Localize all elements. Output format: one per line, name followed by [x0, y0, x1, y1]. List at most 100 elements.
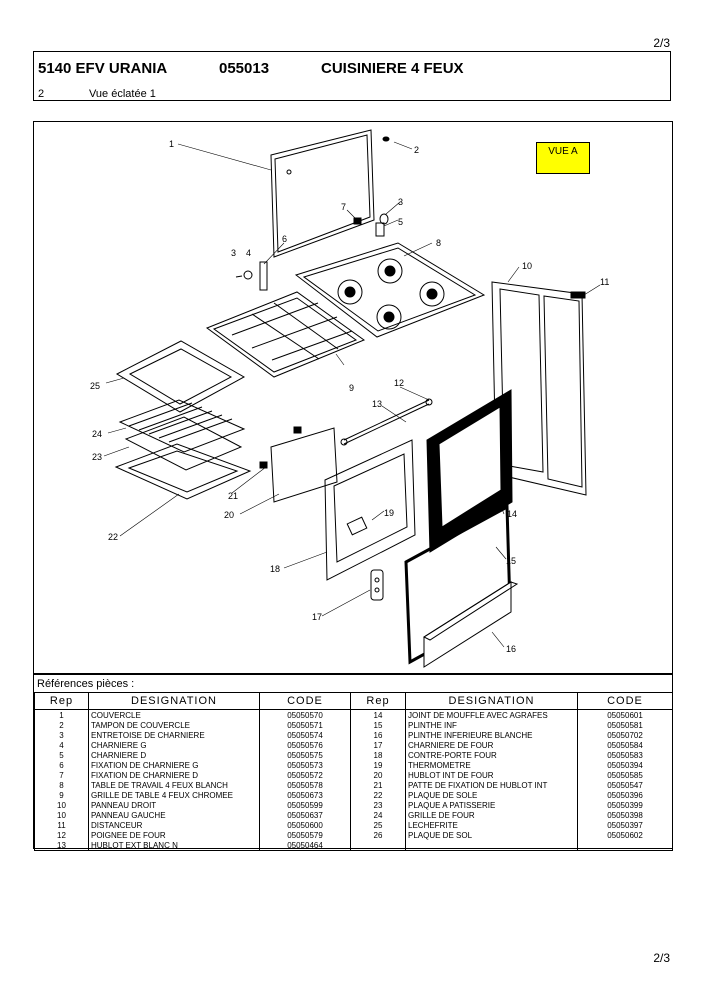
cell-designation: CHARNIERE D	[88, 750, 260, 760]
cell-code-2: 05050394	[577, 760, 673, 770]
part-inner-door	[324, 439, 416, 581]
page-number-top: 2/3	[653, 36, 670, 50]
cell-designation: HUBLOT EXT BLANC N	[88, 840, 260, 851]
callout-9: 9	[349, 383, 354, 393]
cell-rep: 4	[34, 740, 89, 750]
callout-14: 14	[507, 509, 517, 519]
callout-13: 13	[372, 399, 382, 409]
cell-designation: TABLE DE TRAVAIL 4 FEUX BLANCH	[88, 780, 260, 790]
part-oven-rack	[118, 399, 246, 453]
cell-code-2: 05050397	[577, 820, 673, 830]
cell-designation: FIXATION DE CHARNIERE D	[88, 770, 260, 780]
cell-code-2: 05050547	[577, 780, 673, 790]
cell-rep: 11	[34, 820, 89, 830]
cell-code: 05050578	[259, 780, 351, 790]
cell-code: 05050600	[259, 820, 351, 830]
cell-designation-2: PLAQUE DE SOLE	[405, 790, 578, 800]
cell-code: 05050571	[259, 720, 351, 730]
cell-code: 05050574	[259, 730, 351, 740]
cell-designation-2: THERMOMETRE	[405, 760, 578, 770]
cell-code-2: 05050396	[577, 790, 673, 800]
parts-reference-section: Références pièces : Rep DESIGNATION CODE…	[33, 674, 673, 851]
cell-designation: DISTANCEUR	[88, 820, 260, 830]
cell-code-2: 05050398	[577, 810, 673, 820]
cell-designation: TAMPON DE COUVERCLE	[88, 720, 260, 730]
cell-rep: 8	[34, 780, 89, 790]
cell-rep: 9	[34, 790, 89, 800]
section-title: Vue éclatée 1	[89, 88, 156, 100]
callout-24: 24	[92, 429, 102, 439]
cell-designation-2	[405, 840, 578, 851]
callout-6: 6	[282, 234, 287, 244]
cell-code: 05050464	[259, 840, 351, 851]
cell-designation: GRILLE DE TABLE 4 FEUX CHROMEE	[88, 790, 260, 800]
cell-code-2: 05050581	[577, 720, 673, 730]
callout-25: 25	[90, 381, 100, 391]
cell-rep: 5	[34, 750, 89, 760]
callout-1: 1	[169, 139, 174, 149]
cell-code: 05050579	[259, 830, 351, 840]
parts-table: Rep DESIGNATION CODE Rep DESIGNATION COD…	[34, 692, 673, 851]
cell-rep-2: 19	[350, 760, 406, 770]
callout-17: 17	[312, 612, 322, 622]
cell-rep: 10	[34, 800, 89, 810]
cell-designation-2: GRILLE DE FOUR	[405, 810, 578, 820]
part-lid-pad	[382, 136, 390, 142]
view-a-label: VUE A	[536, 142, 590, 174]
cell-code-2: 05050602	[577, 830, 673, 840]
exploded-view-drawing: 1 2 3 3 4 5 6 7 8 9 10 11 12 13 14 15 16…	[33, 121, 673, 674]
callout-7: 7	[341, 202, 346, 212]
cell-designation-2: CONTRE-PORTE FOUR	[405, 750, 578, 760]
cell-rep: 6	[34, 760, 89, 770]
callout-10: 10	[522, 261, 532, 271]
part-baking-tray	[124, 416, 243, 471]
part-oven-handle	[340, 398, 433, 446]
cell-code-2: 05050601	[577, 709, 673, 720]
cell-rep-2: 16	[350, 730, 406, 740]
part-plinth	[422, 581, 519, 668]
part-oven-hinge	[370, 569, 384, 601]
cell-code-2: 05050585	[577, 770, 673, 780]
section-number: 2	[38, 88, 45, 100]
part-hinge-spacers	[235, 213, 389, 291]
parts-table-header: Rep DESIGNATION CODE Rep DESIGNATION COD…	[34, 692, 673, 710]
callout-labels: 1 2 3 3 4 5 6 7 8 9 10 11 12 13 14 15 16…	[90, 139, 609, 654]
cell-rep: 7	[34, 770, 89, 780]
leader-lines	[103, 141, 601, 648]
cell-rep-2: 15	[350, 720, 406, 730]
part-lid	[270, 129, 375, 258]
cell-rep: 10	[34, 810, 89, 820]
callout-22: 22	[108, 532, 118, 542]
part-floor-plate	[114, 443, 252, 500]
cell-rep-2: 20	[350, 770, 406, 780]
cell-code-2: 05050702	[577, 730, 673, 740]
product-title: CUISINIERE 4 FEUX	[321, 60, 464, 77]
cell-designation-2: LECHEFRITE	[405, 820, 578, 830]
col-rep: Rep	[34, 692, 89, 710]
cell-rep-2: 24	[350, 810, 406, 820]
cell-rep-2: 23	[350, 800, 406, 810]
cell-code: 05050570	[259, 709, 351, 720]
part-glass-bracket	[259, 426, 302, 469]
callout-16: 16	[506, 644, 516, 654]
page-number-bottom: 2/3	[653, 951, 670, 965]
cell-designation-2: JOINT DE MOUFFLE AVEC AGRAFES	[405, 709, 578, 720]
col-rep-2: Rep	[350, 692, 406, 710]
callout-23: 23	[92, 452, 102, 462]
cell-code: 05050673	[259, 790, 351, 800]
cell-rep: 12	[34, 830, 89, 840]
cell-designation: POIGNEE DE FOUR	[88, 830, 260, 840]
cell-rep-2: 21	[350, 780, 406, 790]
callout-20: 20	[224, 510, 234, 520]
cell-designation: PANNEAU DROIT	[88, 800, 260, 810]
cell-rep: 3	[34, 730, 89, 740]
cell-code: 05050599	[259, 800, 351, 810]
cell-rep-2	[350, 840, 406, 851]
